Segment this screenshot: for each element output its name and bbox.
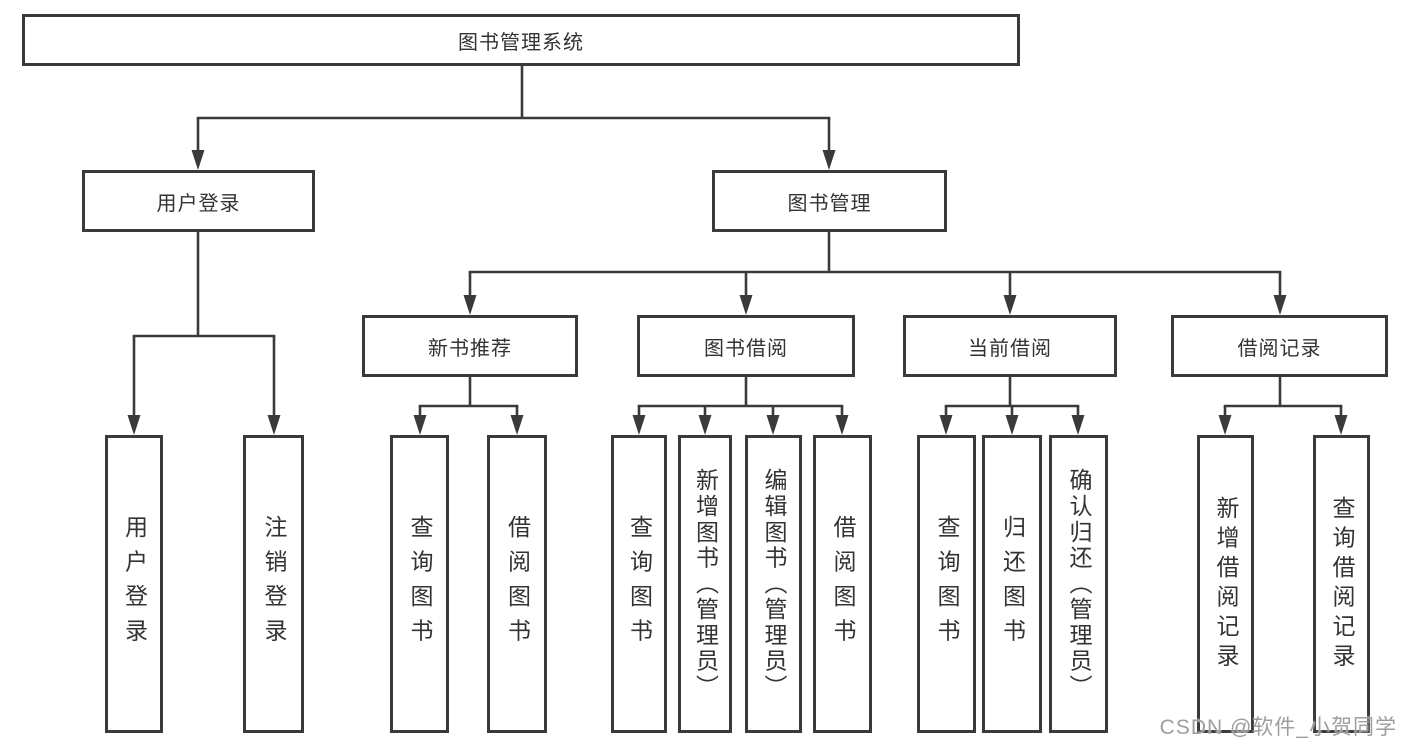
leaf-logout: 注销登录 [243,435,304,733]
node-label: 图书管理 [787,192,872,215]
leaf-recommend-borrow-books: 借阅图书 [487,435,547,733]
node-label: 借阅图书 [504,515,531,653]
node-label: 用户登录 [156,192,241,215]
node-label: 用户登录 [121,515,148,653]
leaf-records-query-record: 查询借阅记录 [1313,435,1370,733]
node-label: 查询图书 [626,515,653,653]
leaf-current-confirm-return-admin: 确认归还（管理员） [1049,435,1108,733]
leaf-current-return-books: 归还图书 [982,435,1042,733]
node-book-management: 图书管理 [712,170,947,232]
node-current-borrowing: 当前借阅 [903,315,1117,377]
leaf-borrowing-query-books: 查询图书 [611,435,667,733]
node-label: 查询图书 [407,515,433,653]
node-label: 注销登录 [261,515,287,653]
node-new-book-recommend: 新书推荐 [362,315,578,377]
leaf-user-login: 用户登录 [105,435,163,733]
node-label: 借阅图书 [830,515,856,653]
node-label: 图书借阅 [704,337,788,360]
leaf-borrowing-borrow-books: 借阅图书 [813,435,872,733]
node-user-login: 用户登录 [82,170,315,232]
leaf-borrowing-edit-books-admin: 编辑图书（管理员） [745,435,802,733]
node-label: 新增图书（管理员） [692,468,719,700]
node-book-borrowing: 图书借阅 [637,315,855,377]
node-label: 图书管理系统 [458,31,584,54]
node-borrowing-records: 借阅记录 [1171,315,1388,377]
node-label: 确认归还（管理员） [1066,468,1092,700]
node-label: 当前借阅 [968,337,1052,360]
leaf-recommend-query-books: 查询图书 [390,435,449,733]
leaf-records-add-record: 新增借阅记录 [1197,435,1254,733]
node-label: 归还图书 [999,515,1026,653]
node-label: 编辑图书（管理员） [761,468,787,700]
leaf-current-query-books: 查询图书 [917,435,976,733]
watermark: CSDN @软件_小贺同学 [1159,716,1397,739]
node-library-management-system: 图书管理系统 [22,14,1020,66]
node-label: 查询借阅记录 [1329,495,1355,673]
leaf-borrowing-add-books-admin: 新增图书（管理员） [678,435,732,733]
node-label: 新增借阅记录 [1213,495,1239,673]
node-label: 新书推荐 [428,337,512,360]
node-label: 查询图书 [934,515,960,653]
node-label: 借阅记录 [1237,337,1322,360]
